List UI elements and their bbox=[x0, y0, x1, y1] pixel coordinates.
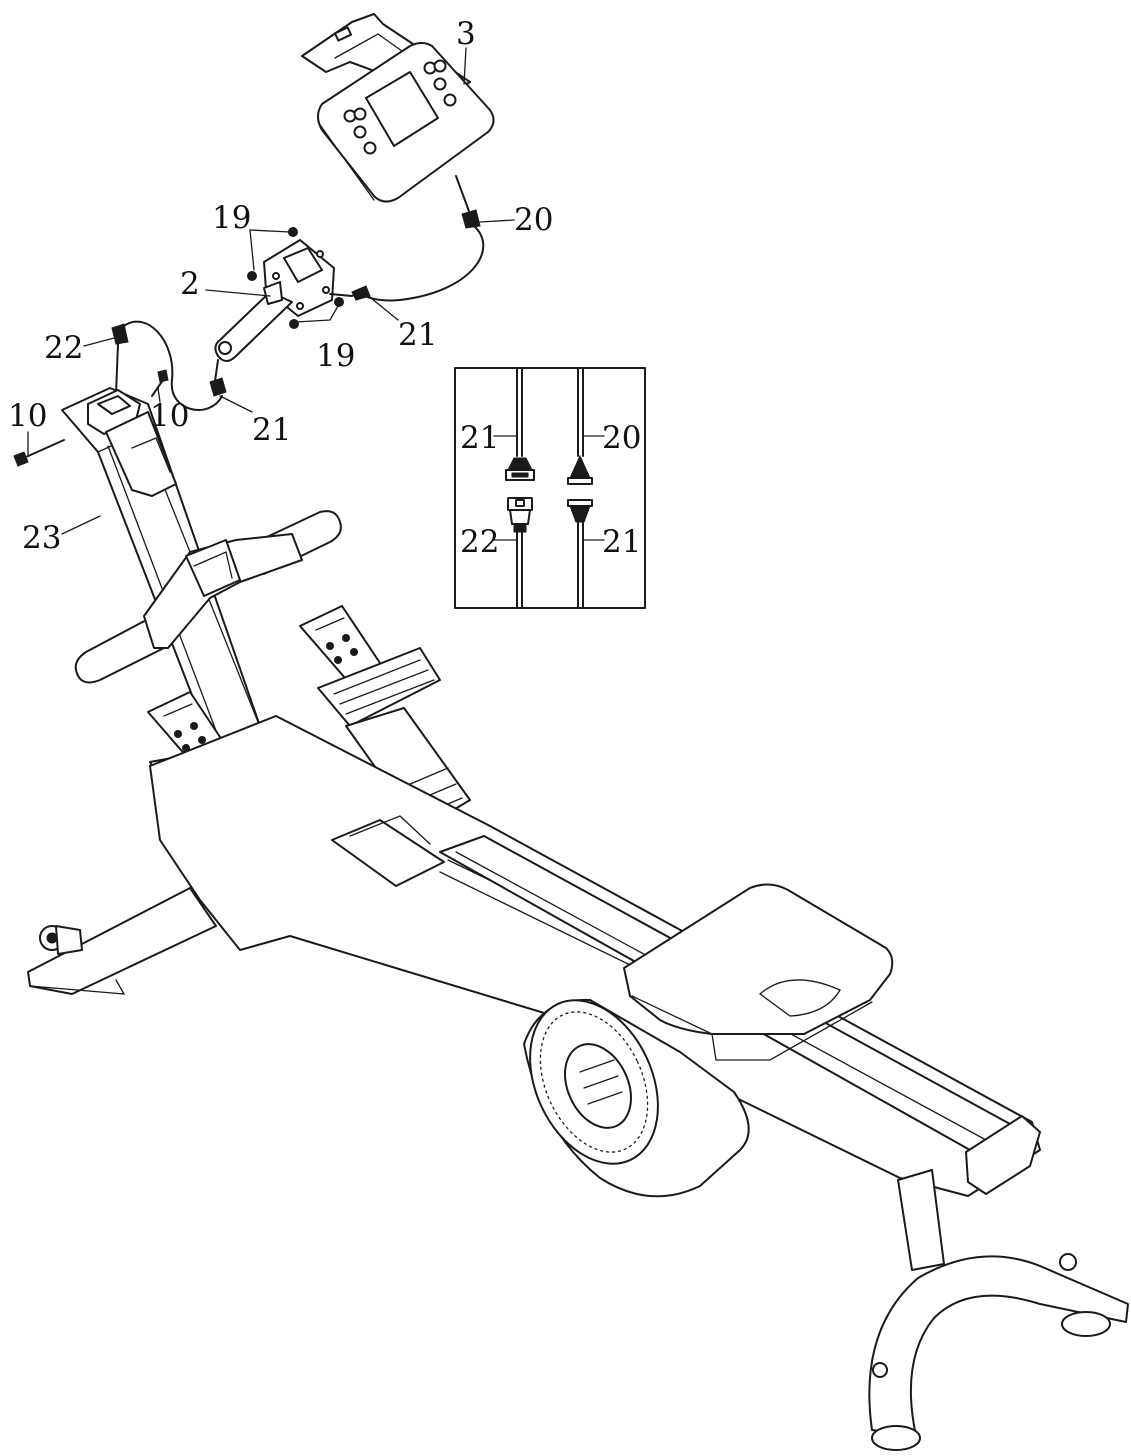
left-grip bbox=[74, 617, 165, 684]
console-button bbox=[353, 125, 367, 139]
inset-frame bbox=[454, 367, 646, 609]
front-foot bbox=[27, 887, 217, 995]
console bbox=[301, 13, 495, 203]
leader-lines bbox=[27, 47, 515, 535]
rear-post bbox=[897, 1169, 945, 1271]
connector-20 bbox=[461, 209, 481, 229]
rear-arch bbox=[868, 1255, 1129, 1437]
console-button bbox=[433, 77, 447, 91]
rear-stabilizer bbox=[868, 1169, 1129, 1451]
rear-foot-left bbox=[871, 1425, 921, 1451]
mast bbox=[13, 369, 263, 753]
callout-10: 10 bbox=[150, 398, 189, 434]
carriage bbox=[331, 819, 445, 887]
console-button bbox=[433, 59, 447, 73]
arm-tube bbox=[214, 291, 293, 362]
inset-label-21: 21 bbox=[460, 420, 499, 456]
callout-21: 21 bbox=[252, 412, 291, 448]
callout-22: 22 bbox=[44, 330, 83, 366]
screw-10 bbox=[157, 369, 169, 383]
seat-cushion bbox=[623, 883, 894, 1035]
callout-19: 19 bbox=[316, 338, 355, 374]
rear-foot-right bbox=[1061, 1311, 1111, 1337]
screw-19 bbox=[334, 297, 344, 307]
console-arm bbox=[209, 227, 371, 397]
strap-right bbox=[317, 647, 441, 727]
console-button bbox=[363, 141, 377, 155]
callout-19: 19 bbox=[212, 200, 251, 236]
mast-cable bbox=[111, 320, 223, 411]
console-screen bbox=[365, 71, 439, 147]
callout-3: 3 bbox=[456, 16, 476, 52]
handlebar bbox=[74, 510, 342, 684]
screw-19 bbox=[289, 319, 299, 329]
screw-19 bbox=[247, 271, 257, 281]
front-stabilizer bbox=[27, 887, 217, 995]
flywheel-hub bbox=[564, 1043, 632, 1129]
inset-label-22: 22 bbox=[460, 524, 499, 560]
callout-20: 20 bbox=[514, 202, 553, 238]
flywheel bbox=[523, 998, 750, 1198]
console-button bbox=[353, 107, 367, 121]
callout-labels: 3 20 19 2 21 19 22 10 21 10 23 bbox=[8, 16, 553, 556]
connector-22 bbox=[111, 323, 129, 345]
connector-21 bbox=[351, 285, 371, 301]
inset-label-21: 21 bbox=[602, 524, 641, 560]
callout-21: 21 bbox=[398, 317, 437, 353]
connector-21 bbox=[209, 377, 227, 397]
screw-10 bbox=[13, 451, 29, 467]
connector-detail-inset: 21 20 22 21 bbox=[454, 367, 646, 609]
seat bbox=[623, 883, 894, 1061]
callout-2: 2 bbox=[180, 266, 200, 302]
inset-label-20: 20 bbox=[602, 420, 641, 456]
console-button bbox=[443, 93, 457, 107]
callout-10: 10 bbox=[8, 398, 47, 434]
connector-21-detail-b bbox=[567, 499, 593, 507]
rail-end-cap bbox=[965, 1115, 1041, 1195]
callout-23: 23 bbox=[22, 520, 61, 556]
mast-slot bbox=[105, 411, 177, 497]
